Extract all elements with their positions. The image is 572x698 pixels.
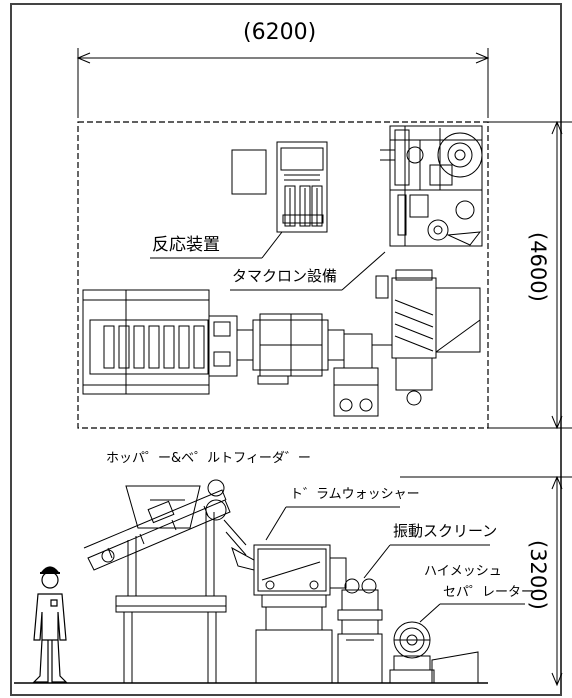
vibrating-screen-label: 振動スクリーン bbox=[393, 522, 498, 540]
belt-feeder-plan bbox=[83, 290, 253, 394]
hopper-belt-feeder-elevation bbox=[84, 480, 246, 683]
width-dimension-line bbox=[78, 48, 488, 118]
vibrating-screen-elevation bbox=[338, 579, 382, 683]
drum-washer-elevation bbox=[232, 545, 346, 683]
worker-figure bbox=[34, 567, 66, 682]
reactor-label: 反応装置 bbox=[152, 235, 220, 255]
depth-dimension-line bbox=[488, 122, 572, 428]
reactor-plan bbox=[232, 142, 327, 232]
drawing-frame bbox=[11, 4, 561, 695]
drum-washer-plan bbox=[253, 314, 344, 384]
hopper-belt-feeder-label: ホッパ゜ー&ベ゜ルトフィーダ゛ー bbox=[106, 451, 311, 466]
elevation-leader-lines bbox=[266, 507, 525, 622]
vibrating-screen-plan bbox=[334, 334, 378, 416]
tamakuron-label: タマクロン設備 bbox=[232, 267, 338, 285]
separator-label: セパ゜レーター bbox=[443, 585, 535, 600]
plan-leader-lines bbox=[150, 232, 385, 290]
tamakuron-plan bbox=[380, 126, 482, 246]
height-dimension-line bbox=[400, 477, 572, 685]
separator-plan bbox=[372, 270, 480, 405]
plan-boundary bbox=[78, 122, 488, 428]
high-mesh-label: ハイメッシュ bbox=[424, 564, 502, 579]
drum-washer-label: ト゛ラムウォッシャー bbox=[290, 487, 420, 502]
width-dimension-label: (6200) bbox=[243, 20, 317, 45]
separator-elevation bbox=[390, 622, 478, 683]
depth-dimension-label: (4600) bbox=[526, 232, 550, 302]
height-dimension-label: (3200) bbox=[526, 540, 550, 610]
